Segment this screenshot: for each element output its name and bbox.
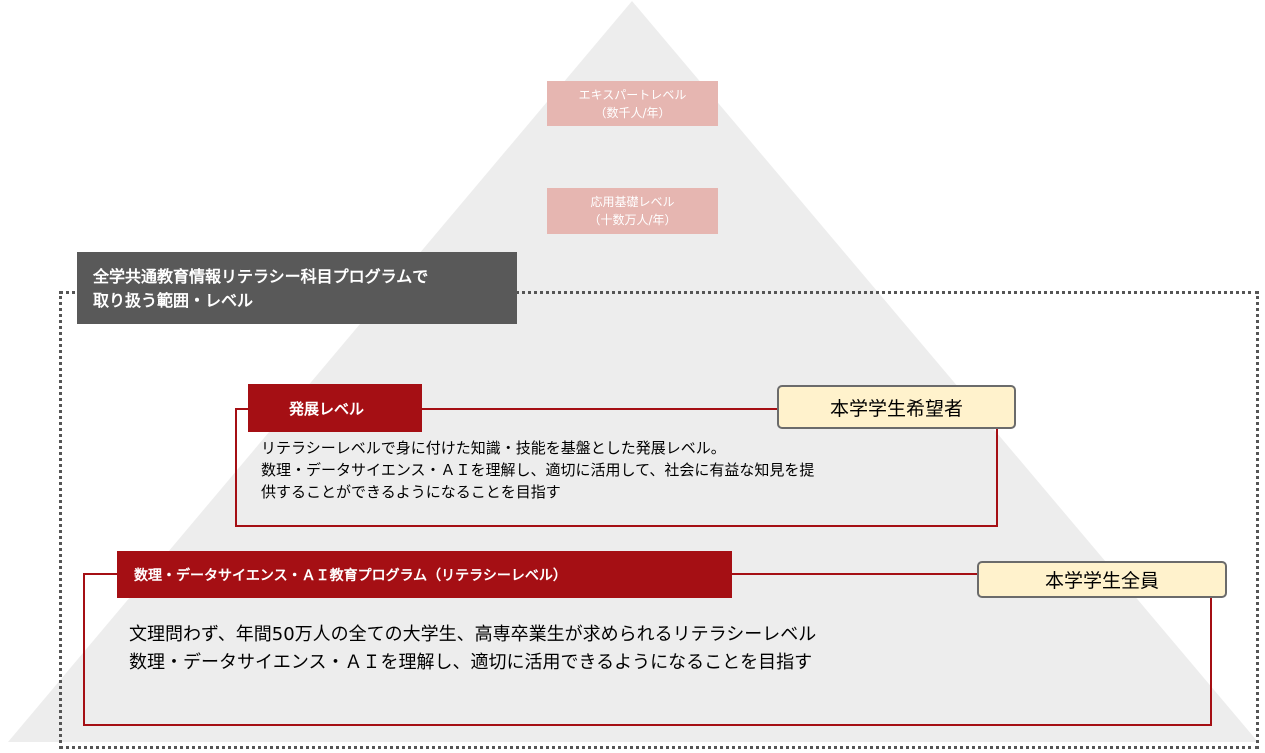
applied-basic-level-name: 応用基礎レベル: [590, 195, 675, 209]
expert-level-tier: エキスパートレベル （数千人/年）: [547, 81, 718, 126]
advanced-target-tag: 本学学生希望者: [777, 385, 1016, 429]
advanced-level-box: [235, 408, 998, 527]
literacy-level-tag: 数理・データサイエンス・ＡＩ教育プログラム（リテラシーレベル）: [117, 551, 732, 598]
literacy-description-line-1: 文理問わず、年間50万人の全ての大学生、高専卒業生が求められるリテラシーレベル: [129, 624, 817, 645]
scope-label-line-2: 取り扱う範囲・レベル: [93, 291, 254, 310]
literacy-level-tag-text: 数理・データサイエンス・ＡＩ教育プログラム（リテラシーレベル）: [134, 567, 567, 584]
advanced-description-line-2: 数理・データサイエンス・ＡＩを理解し、適切に活用して、社会に有益な知見を提: [261, 461, 815, 479]
literacy-description-line-2: 数理・データサイエンス・ＡＩを理解し、適切に活用できるようになることを目指す: [129, 652, 813, 673]
scope-label: 全学共通教育情報リテラシー科目プログラムで 取り扱う範囲・レベル: [77, 252, 517, 324]
expert-level-name: エキスパートレベル: [578, 87, 687, 102]
advanced-description-line-3: 供することができるようになることを目指す: [261, 483, 561, 501]
literacy-level-description: 文理問わず、年間50万人の全ての大学生、高専卒業生が求められるリテラシーレベル …: [129, 621, 816, 677]
applied-basic-level-count: （十数万人/年）: [588, 213, 677, 227]
scope-label-line-1: 全学共通教育情報リテラシー科目プログラムで: [93, 267, 429, 286]
advanced-target-text: 本学学生希望者: [829, 397, 963, 420]
advanced-level-tag: 発展レベル: [248, 384, 422, 432]
applied-basic-level-tier: 応用基礎レベル （十数万人/年）: [547, 188, 718, 234]
literacy-target-text: 本学学生全員: [1044, 570, 1159, 592]
program-scope-frame: [59, 291, 1259, 749]
literacy-target-tag: 本学学生全員: [977, 561, 1227, 598]
advanced-description-line-1: リテラシーレベルで身に付けた知識・技能を基盤とした発展レベル。: [261, 439, 726, 457]
advanced-level-description: リテラシーレベルで身に付けた知識・技能を基盤とした発展レベル。 数理・データサイ…: [261, 437, 814, 503]
expert-level-count: （数千人/年）: [594, 105, 671, 120]
advanced-level-tag-text: 発展レベル: [289, 399, 365, 418]
